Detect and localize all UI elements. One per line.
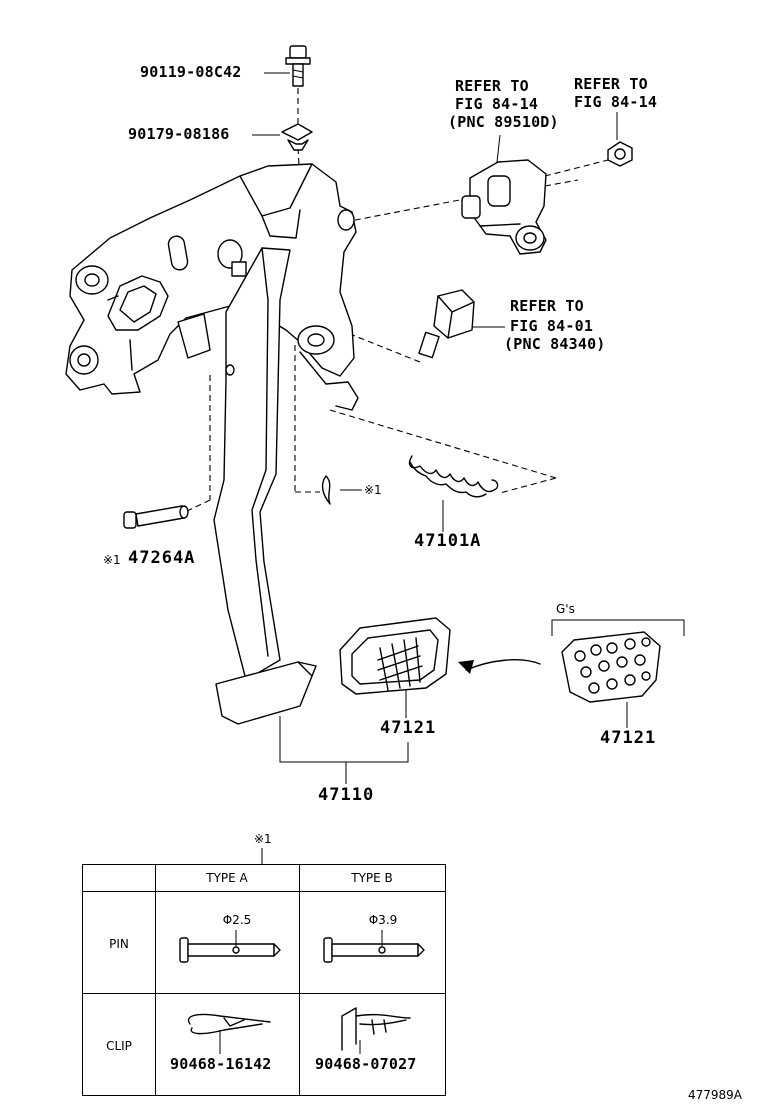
label-pin-part: 47264A	[128, 548, 196, 568]
table-divider	[155, 865, 156, 1095]
label-gs-variant: G's	[556, 602, 575, 616]
label-spring-part: 47101A	[414, 531, 482, 551]
label-refer-nut-line1: REFER TO	[574, 75, 648, 93]
label-pad-gs: 47121	[600, 728, 657, 748]
pedal-arm	[213, 247, 291, 681]
label-refer-sensor-line2: FIG 84-14	[455, 95, 539, 113]
table-divider	[83, 993, 445, 994]
label-clip-type-a-part: 90468-16142	[170, 1055, 272, 1073]
label-refer-switch-line3: (PNC 84340)	[504, 335, 606, 353]
label-pad-standard: 47121	[380, 718, 437, 738]
label-refer-sensor-line1: REFER TO	[455, 77, 529, 95]
label-refer-switch-line1: REFER TO	[510, 297, 584, 315]
label-pedal-assembly: 47110	[318, 785, 375, 805]
pedal-pad-assembly	[215, 661, 317, 725]
table-row-clip-label: CLIP	[106, 1039, 132, 1053]
leader-lines	[252, 72, 685, 864]
pin-clip-type-table: TYPE A TYPE B PIN CLIP Φ2.5 Φ3.9	[82, 864, 446, 1096]
dashed-guide-lines	[184, 88, 609, 513]
stop-lamp-switch	[418, 289, 475, 359]
label-refer-nut-line2: FIG 84-14	[574, 93, 658, 111]
pin-type-a-diameter: Φ2.5	[222, 913, 252, 927]
nut-part	[281, 123, 313, 151]
label-clip-type-b-part: 90468-07027	[315, 1055, 417, 1073]
bolt-part	[285, 45, 311, 87]
diagram-id: 477989A	[688, 1088, 743, 1102]
table-note-mark: ※1	[254, 832, 272, 846]
pedal-bracket	[65, 163, 359, 411]
label-bolt-part: 90119-08C42	[140, 63, 242, 81]
label-refer-sensor-line3: (PNC 89510D)	[448, 113, 559, 131]
pedal-pad-standard	[339, 617, 451, 695]
pin-type-b-drawing	[323, 930, 425, 963]
clevis-pin	[123, 505, 189, 529]
table-row-pin-label: PIN	[109, 937, 129, 951]
table-header-type-b: TYPE B	[351, 871, 393, 885]
curved-arrow	[458, 659, 541, 674]
sensor-nut	[607, 141, 633, 167]
label-nut-part: 90179-08186	[128, 125, 230, 143]
pedal-pad-gs	[561, 631, 661, 703]
label-refer-switch-line2: FIG 84-01	[510, 317, 594, 335]
table-divider	[83, 891, 445, 892]
pin-type-a-drawing	[179, 930, 281, 963]
table-divider	[299, 865, 300, 1095]
clip-type-b-drawing	[341, 1007, 411, 1054]
table-header-type-a: TYPE A	[206, 871, 248, 885]
pin-type-b-diameter: Φ3.9	[368, 913, 398, 927]
return-spring	[408, 455, 499, 498]
label-clip-note: ※1	[364, 483, 382, 497]
clip-small	[321, 475, 331, 505]
clip-type-a-drawing	[187, 1013, 271, 1054]
label-pin-note-mark: ※1	[103, 553, 121, 567]
stroke-sensor	[461, 159, 547, 255]
